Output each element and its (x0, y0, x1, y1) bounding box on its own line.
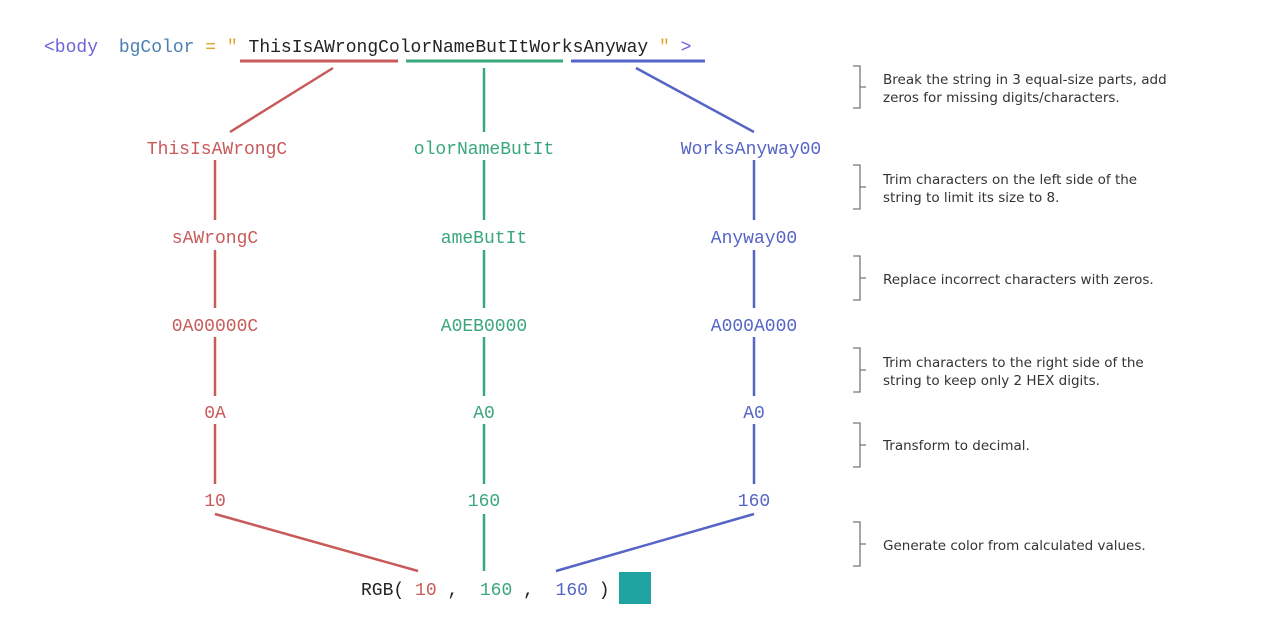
note-1-line-2: zeros for missing digits/characters. (883, 90, 1120, 106)
note-5: Transform to decimal. (882, 438, 1030, 454)
equals-sign: = (205, 38, 216, 58)
rgb-sep-1: , (447, 581, 469, 601)
row-4-blue: A0 (743, 404, 765, 424)
row-4-green: A0 (473, 404, 495, 424)
row-2-red: sAWrongC (172, 229, 259, 249)
row-3-green: A0EB0000 (441, 317, 527, 337)
row-1-red: ThisIsAWrongC (147, 140, 288, 160)
note-3-line-1: Replace incorrect characters with zeros. (883, 272, 1154, 288)
note-6: Generate color from calculated values. (883, 538, 1146, 554)
rgb-green-value: 160 (480, 581, 512, 601)
rgb-result: RGB( 10 , 160 , 160 ) = (361, 581, 631, 601)
connectors-red (213, 66, 419, 573)
connectors-blue (555, 66, 756, 573)
row-1-blue: WorksAnyway00 (681, 140, 821, 160)
note-5-line-1: Transform to decimal. (882, 438, 1030, 454)
result-color-swatch (619, 572, 651, 604)
row-1-green: olorNameButIt (414, 140, 554, 160)
quote-open: " (227, 38, 238, 58)
note-2-line-1: Trim characters on the left side of the (882, 172, 1137, 188)
tag-open: <body (44, 38, 98, 58)
note-1-line-1: Break the string in 3 equal-size parts, … (883, 72, 1167, 88)
note-3: Replace incorrect characters with zeros. (883, 272, 1154, 288)
row-3-red: 0A00000C (172, 317, 259, 337)
row-4-red: 0A (204, 404, 226, 424)
note-1: Break the string in 3 equal-size parts, … (883, 72, 1171, 106)
note-4: Trim characters to the right side of the… (882, 355, 1148, 389)
rgb-red-value: 10 (415, 581, 437, 601)
row-5-blue: 160 (738, 492, 770, 512)
rgb-sep-2: , (523, 581, 545, 601)
annotation-brackets (853, 65, 866, 567)
attr-name: bgColor (119, 38, 195, 58)
source-code-line: <body bgColor = " ThisIsAWrongColorNameB… (44, 38, 691, 58)
note-4-line-2: string to keep only 2 HEX digits. (883, 373, 1100, 389)
rgb-blue-value: 160 (556, 581, 588, 601)
row-5-red: 10 (204, 492, 226, 512)
note-6-line-1: Generate color from calculated values. (883, 538, 1146, 554)
row-3-blue: A000A000 (711, 317, 797, 337)
note-2-line-2: string to limit its size to 8. (883, 190, 1059, 206)
color-string: ThisIsAWrongColorNameButItWorksAnyway (249, 38, 649, 58)
row-2-blue: Anyway00 (711, 229, 797, 249)
quote-close: " (659, 38, 670, 58)
row-5-green: 160 (468, 492, 500, 512)
note-4-line-1: Trim characters to the right side of the (882, 355, 1144, 371)
tag-close: > (681, 38, 692, 58)
rgb-prefix: RGB( (361, 581, 404, 601)
row-2-green: ameButIt (441, 229, 527, 249)
note-2: Trim characters on the left side of the … (882, 172, 1141, 206)
